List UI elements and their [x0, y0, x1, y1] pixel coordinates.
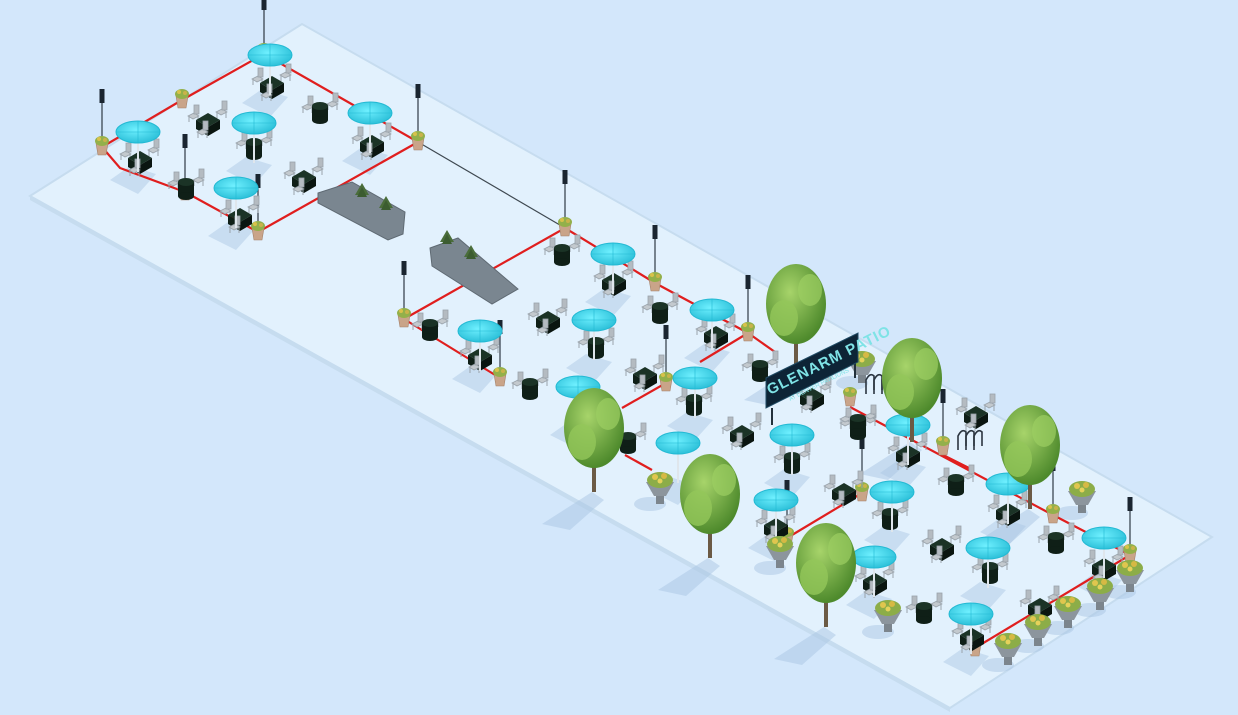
concrete-planter: [429, 230, 519, 305]
stone-planter: [646, 472, 674, 504]
round-table-set: [167, 168, 205, 200]
umbrella-shadow: [667, 412, 713, 440]
stone-planter: [874, 600, 902, 632]
table-set: [1083, 545, 1124, 583]
barrier-planter: [558, 170, 572, 237]
table-set: [721, 412, 762, 450]
table-set: [823, 470, 864, 508]
round-table-set: [411, 309, 449, 341]
stone-planter: [1024, 614, 1052, 646]
round-table-set: [839, 404, 877, 436]
barrier-planter: [175, 89, 189, 109]
red-barrier-rope: [942, 454, 974, 471]
round-table-set: [1037, 522, 1075, 554]
tree-shadow: [542, 492, 604, 530]
barrier-planter: [648, 225, 662, 292]
barrier-planter: [251, 174, 265, 241]
barrier-planter: [95, 89, 109, 156]
table-set: [624, 354, 665, 392]
umbrella-shadow: [110, 166, 156, 194]
umbrella: [231, 111, 277, 163]
barrier-planter: [1123, 497, 1137, 564]
bike-rack: [957, 429, 983, 450]
table-set: [695, 313, 736, 351]
umbrella: [769, 423, 815, 475]
table-set: [351, 122, 392, 160]
stone-planter: [1116, 560, 1144, 592]
stone-planter: [1054, 596, 1082, 628]
tree: [882, 338, 942, 442]
tree: [564, 388, 624, 492]
stone-planter: [766, 536, 794, 568]
umbrella: [115, 120, 161, 172]
umbrella-shadow: [960, 582, 1006, 610]
tree-shadow: [658, 558, 720, 596]
tree: [796, 523, 856, 627]
barrier-planter: [411, 84, 425, 151]
stone-planter: [1068, 481, 1096, 513]
table-set: [593, 260, 634, 298]
barrier-planter: [741, 275, 755, 342]
tree: [1000, 405, 1060, 509]
table-set: [987, 490, 1028, 528]
umbrella: [247, 43, 293, 95]
umbrella-shadow: [846, 591, 892, 619]
umbrella: [590, 242, 636, 294]
umbrella: [689, 298, 735, 350]
umbrella-shadow: [566, 354, 612, 382]
round-table-set: [741, 350, 779, 382]
barrier-planter: [397, 261, 411, 328]
table-set: [283, 157, 324, 195]
round-table-set: [301, 92, 339, 124]
umbrella: [1081, 526, 1127, 578]
barrier-planter: [659, 325, 673, 392]
tree-shadow: [774, 627, 836, 665]
umbrella: [347, 101, 393, 153]
umbrella: [965, 536, 1011, 588]
round-table-set: [905, 592, 943, 624]
barrier-planter: [843, 387, 857, 407]
umbrella: [655, 431, 701, 483]
table-set: [955, 393, 996, 431]
table-set: [187, 100, 228, 138]
table-set: [119, 138, 160, 176]
stone-planter: [1086, 578, 1114, 610]
table-set: [219, 195, 260, 233]
red-barrier-rope: [699, 332, 749, 363]
stone-planter: [994, 633, 1022, 665]
umbrella-shadow: [585, 288, 631, 316]
round-table-set: [937, 464, 975, 496]
red-barrier-rope: [621, 382, 667, 409]
barrier-planter: [936, 389, 950, 456]
tree: [766, 264, 826, 368]
umbrella-shadow: [452, 365, 498, 393]
furniture-layer: [95, 0, 1144, 665]
concrete-planters-layer: [317, 181, 519, 305]
round-table-set: [641, 292, 679, 324]
table-set: [921, 525, 962, 563]
tree: [680, 454, 740, 558]
umbrella: [753, 488, 799, 540]
table-set: [887, 432, 928, 470]
umbrella: [948, 602, 994, 654]
umbrella-shadow: [226, 157, 272, 185]
red-barrier-rope: [101, 146, 186, 194]
umbrella: [885, 413, 931, 465]
round-table-set: [543, 234, 581, 266]
round-table-set: [971, 552, 1009, 584]
red-barrier-rope: [624, 454, 653, 471]
umbrella-shadow: [864, 526, 910, 554]
umbrella: [213, 176, 259, 228]
round-table-set: [577, 327, 615, 359]
umbrella: [672, 366, 718, 418]
grey-rope: [417, 141, 566, 229]
concrete-planter: [317, 181, 406, 241]
umbrella: [869, 480, 915, 532]
round-table-set: [871, 498, 909, 530]
table-set: [527, 298, 568, 336]
round-table-set: [511, 368, 549, 400]
umbrella: [571, 308, 617, 360]
umbrella: [457, 319, 503, 371]
